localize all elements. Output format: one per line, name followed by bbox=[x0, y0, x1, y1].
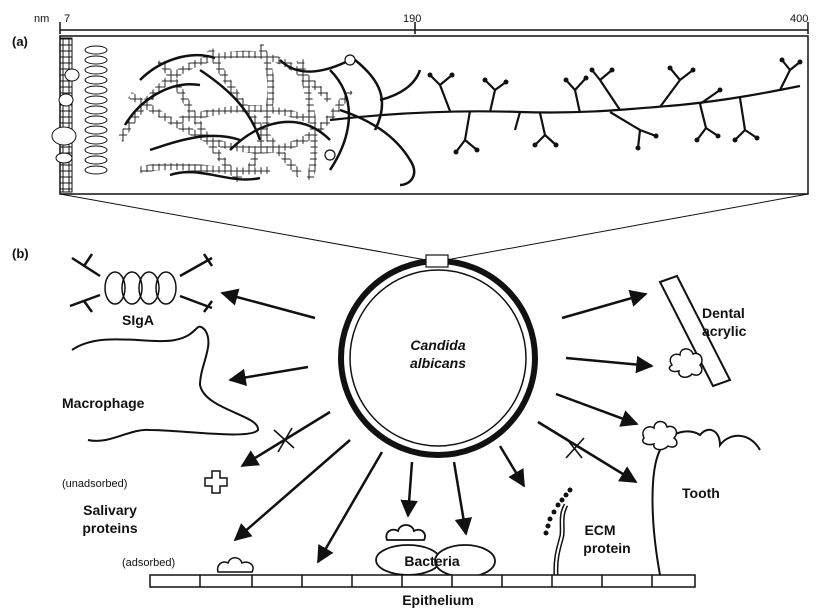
scale-tick-190: 190 bbox=[403, 13, 421, 25]
fibril-mesh bbox=[120, 45, 350, 180]
salivary-protein-icon bbox=[205, 471, 227, 493]
label-dental-line2: acrylic bbox=[702, 323, 747, 339]
scale-tick-400: 400 bbox=[790, 13, 808, 25]
label-dental-line1: Dental bbox=[702, 305, 745, 321]
inset-marker bbox=[426, 255, 448, 267]
arrow-to-acrylic-protein bbox=[566, 358, 652, 366]
coil-stack bbox=[85, 46, 107, 174]
label-salivary-line2: proteins bbox=[82, 520, 137, 536]
arrow-to-macrophage bbox=[230, 367, 308, 380]
panel-label-b: (b) bbox=[12, 246, 29, 261]
zoom-lines bbox=[60, 194, 808, 260]
arrow-to-siga bbox=[222, 293, 315, 318]
label-ecm-line2: protein bbox=[583, 540, 630, 556]
label-adsorbed: (adsorbed) bbox=[122, 557, 175, 569]
cell-label-line2: albicans bbox=[410, 355, 466, 371]
scale-bar: nm 7 190 400 bbox=[34, 13, 808, 34]
adsorbed-protein-icon bbox=[218, 558, 253, 572]
siga-icon bbox=[70, 254, 212, 312]
scale-tick-7: 7 bbox=[64, 13, 70, 25]
label-salivary-line1: Salivary bbox=[83, 502, 137, 518]
arrow-to-ecm bbox=[500, 446, 524, 486]
scale-unit: nm bbox=[34, 13, 49, 25]
epithelium-layer bbox=[150, 575, 695, 587]
label-siga: SIgA bbox=[122, 312, 154, 328]
bacteria-icon bbox=[376, 525, 495, 577]
candida-cell: Candida albicans bbox=[341, 255, 535, 455]
arrow-to-bacteria bbox=[408, 462, 412, 516]
arrow-to-epithelium-2 bbox=[454, 462, 466, 534]
tooth-shape bbox=[653, 430, 761, 575]
label-epithelium: Epithelium bbox=[402, 592, 474, 608]
tooth-protein-icon bbox=[643, 421, 677, 449]
label-macrophage: Macrophage bbox=[62, 395, 145, 411]
label-ecm-line1: ECM bbox=[584, 522, 615, 538]
mannoprotein-fibril bbox=[330, 60, 800, 152]
ecm-protein-icon bbox=[544, 488, 573, 576]
macrophage-shape bbox=[72, 327, 258, 441]
arrow-to-acrylic bbox=[562, 294, 646, 318]
label-bacteria: Bacteria bbox=[404, 553, 459, 569]
arrow-to-salivary bbox=[235, 440, 350, 540]
arrow-to-tooth bbox=[538, 422, 636, 482]
label-tooth: Tooth bbox=[682, 485, 720, 501]
arrow-to-epithelium bbox=[318, 452, 382, 562]
cell-wall-inset bbox=[52, 36, 808, 194]
label-unadsorbed: (unadsorbed) bbox=[62, 478, 127, 490]
cell-label-line1: Candida bbox=[410, 337, 465, 353]
arrow-to-tooth-protein bbox=[556, 394, 637, 424]
panel-label-a: (a) bbox=[12, 34, 28, 49]
